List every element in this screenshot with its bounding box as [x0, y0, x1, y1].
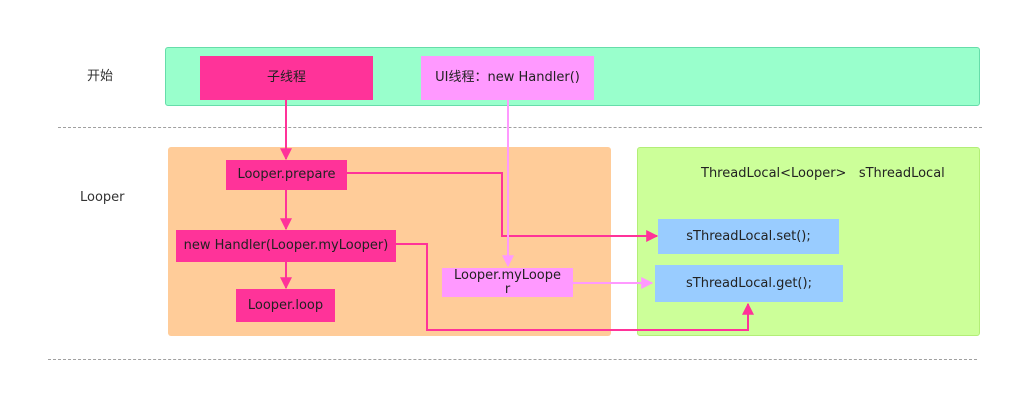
- child-thread-box: 子线程: [200, 56, 373, 100]
- looper-loop-box: Looper.loop: [236, 289, 335, 322]
- new-handler-box: new Handler(Looper.myLooper): [176, 230, 396, 262]
- threadlocal-get-box: sThreadLocal.get();: [655, 265, 843, 302]
- lane-separator-top: [58, 127, 982, 128]
- looper-mylooper-label: Looper.myLooper: [454, 267, 561, 297]
- looper-mylooper-box: Looper.myLooper: [442, 268, 573, 297]
- threadlocal-title: ThreadLocal<Looper> sThreadLocal: [701, 166, 945, 181]
- ui-thread-box: UI线程：new Handler(): [421, 56, 594, 100]
- arrow-prepare-to-set: [347, 172, 659, 242]
- lane-label-start: 开始: [87, 69, 114, 84]
- threadlocal-set-box: sThreadLocal.set();: [658, 219, 839, 254]
- lane-label-looper: Looper: [80, 190, 125, 205]
- looper-prepare-box: Looper.prepare: [226, 160, 347, 190]
- lane-separator-bottom: [48, 359, 977, 360]
- arrow-handler-to-get: [396, 243, 754, 331]
